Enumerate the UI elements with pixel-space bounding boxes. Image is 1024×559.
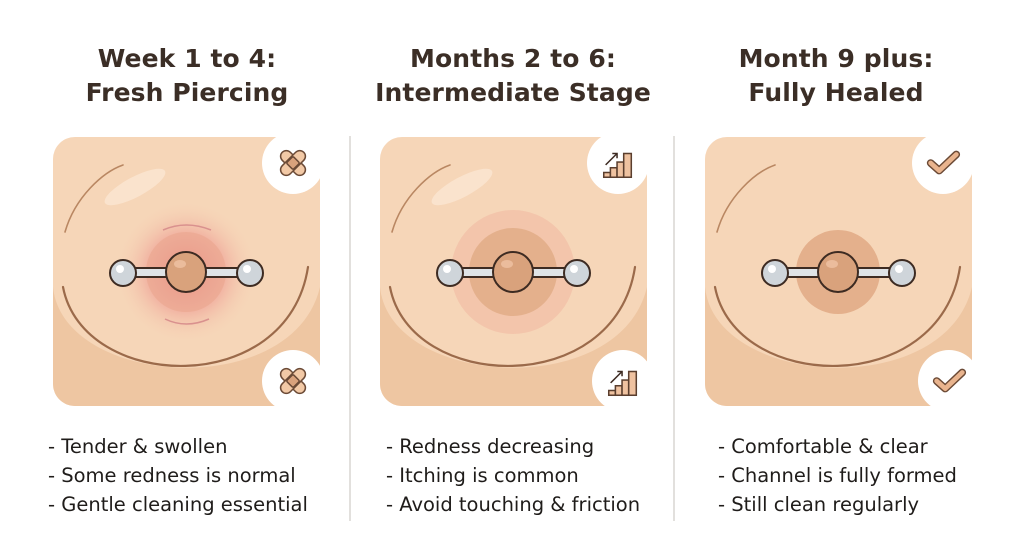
barbell-icon — [436, 251, 591, 293]
stage-title: Month 9 plus: Fully Healed — [674, 42, 998, 110]
stage-fully-healed: Month 9 plus: Fully Healed — [674, 0, 998, 559]
checkmark-icon — [932, 368, 967, 393]
stage-period: Month 9 plus: — [738, 44, 934, 73]
stage-title: Months 2 to 6: Intermediate Stage — [351, 42, 675, 110]
stage-notes: Comfortable & clear Channel is fully for… — [718, 432, 957, 519]
progress-badge-top — [587, 132, 649, 194]
stage-period: Months 2 to 6: — [410, 44, 616, 73]
stage-intermediate: Months 2 to 6: Intermediate Stage — [351, 0, 675, 559]
note-item: Channel is fully formed — [718, 461, 957, 490]
stage-notes: Redness decreasing Itching is common Avo… — [386, 432, 640, 519]
piercing-illustration — [53, 164, 320, 406]
check-badge-top — [912, 132, 974, 194]
check-badge-bottom — [918, 350, 980, 412]
barbell-icon — [761, 251, 916, 293]
progress-chart-icon — [607, 370, 638, 397]
note-item: Some redness is normal — [48, 461, 308, 490]
bandage-icon — [279, 149, 307, 177]
bandage-badge-bottom — [262, 350, 324, 412]
stage-label: Fresh Piercing — [85, 78, 289, 107]
progress-chart-icon — [602, 152, 633, 179]
stage-fresh-piercing: Week 1 to 4: Fresh Piercing — [25, 0, 349, 559]
stage-period: Week 1 to 4: — [97, 44, 277, 73]
bandage-icon — [279, 367, 307, 395]
bandage-badge-top — [262, 132, 324, 194]
divider — [349, 136, 351, 521]
note-item: Gentle cleaning essential — [48, 490, 308, 519]
note-item: Avoid touching & friction — [386, 490, 640, 519]
piercing-illustration — [705, 164, 972, 406]
piercing-illustration — [380, 164, 647, 406]
note-item: Tender & swollen — [48, 432, 308, 461]
stage-label: Intermediate Stage — [375, 78, 651, 107]
stage-title: Week 1 to 4: Fresh Piercing — [25, 42, 349, 110]
stage-label: Fully Healed — [748, 78, 924, 107]
note-item: Still clean regularly — [718, 490, 957, 519]
checkmark-icon — [926, 150, 961, 175]
note-item: Comfortable & clear — [718, 432, 957, 461]
note-item: Redness decreasing — [386, 432, 640, 461]
barbell-icon — [109, 251, 264, 293]
progress-badge-bottom — [592, 350, 654, 412]
note-item: Itching is common — [386, 461, 640, 490]
divider — [673, 136, 675, 521]
stage-notes: Tender & swollen Some redness is normal … — [48, 432, 308, 519]
